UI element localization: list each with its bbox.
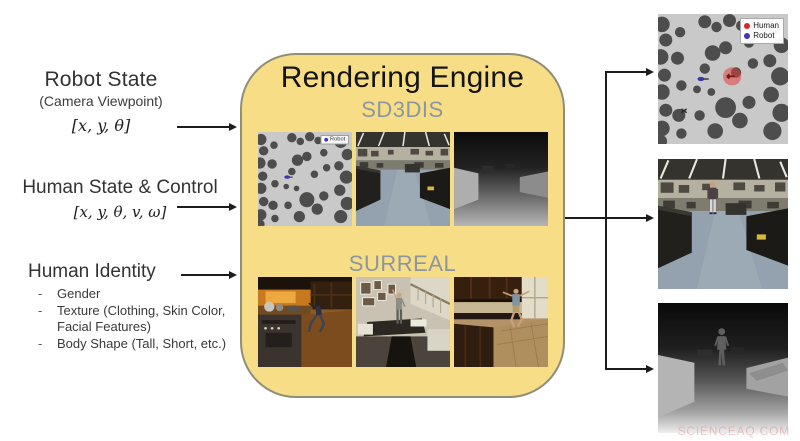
human-state-input: Human State & Control [x, y, θ, v, ω] (5, 177, 235, 221)
robot-legend-dot (744, 33, 751, 39)
kitchen-scene-1 (258, 277, 352, 367)
connector-mid-head (646, 214, 654, 222)
human-state-vector: [x, y, θ, v, ω] (73, 203, 167, 221)
legend-robot-row: Robot (744, 31, 779, 41)
sd3dis-office-thumbnail (356, 132, 450, 226)
map-image (258, 132, 352, 226)
camera-viewpoint-subtitle: (Camera Viewpoint) (39, 93, 163, 109)
robot-legend-label: Robot (329, 136, 346, 143)
connector-bottom-line (605, 368, 646, 370)
sd3dis-map-thumbnail: Robot (258, 132, 352, 226)
robot-legend-label: Robot (753, 31, 775, 40)
map-legend: Human Robot (740, 18, 784, 44)
arrow-human-identity-line (181, 274, 229, 276)
human-figure (307, 301, 327, 333)
sd3dis-label: SD3DIS (361, 97, 444, 122)
arrow-robot-state-head (229, 123, 237, 131)
bullet-texture: Texture (Clothing, Skin Color, Facial Fe… (36, 303, 234, 335)
rendering-engine-box: Rendering Engine SD3DIS Robot (240, 53, 565, 398)
legend-human-row: Human (744, 21, 779, 31)
human-figure (707, 181, 719, 215)
engine-title: Rendering Engine (280, 61, 525, 94)
bullet-body-shape: Body Shape (Tall, Short, etc.) (36, 336, 234, 352)
connector-bottom-head (646, 365, 654, 373)
sd3dis-map-legend: Robot (320, 135, 349, 145)
robot-state-vector: [x, y, θ] (71, 116, 131, 135)
watermark: SCIENCEAQ.COM (677, 424, 790, 438)
surreal-kitchen2-thumbnail (454, 277, 548, 367)
office-image-with-human (658, 159, 788, 289)
connector-branch-line (605, 71, 607, 370)
robot-state-title: Robot State (44, 68, 158, 91)
human-state-title: Human State & Control (22, 177, 218, 198)
human-figure (391, 289, 406, 324)
human-marker (723, 67, 742, 86)
arrow-human-identity-head (229, 271, 237, 279)
surreal-kitchen1-thumbnail (258, 277, 352, 367)
robot-state-input: Robot State (Camera Viewpoint) [x, y, θ] (15, 68, 187, 135)
arrow-human-state-head (229, 203, 237, 211)
connector-mid-line (605, 217, 646, 219)
connector-stub (565, 217, 606, 219)
surreal-livingroom-thumbnail (356, 277, 450, 367)
depth-image (454, 132, 548, 226)
human-figure (502, 288, 530, 328)
arrow-human-state-line (177, 206, 229, 208)
depth-image-with-human (658, 303, 788, 433)
living-room-scene (356, 277, 450, 367)
robot-legend-dot (324, 137, 329, 142)
human-legend-dot (744, 23, 751, 29)
human-identity-bullets: Gender Texture (Clothing, Skin Color, Fa… (36, 286, 234, 353)
robot-marker (697, 76, 709, 82)
surreal-label: SURREAL (348, 251, 457, 276)
output-map-image: Human Robot (658, 14, 788, 144)
human-identity-title: Human Identity (28, 261, 156, 282)
arrow-robot-state-line (177, 126, 229, 128)
connector-top-head (646, 68, 654, 76)
human-silhouette (714, 328, 730, 366)
robot-marker (284, 175, 293, 179)
office-image (356, 132, 450, 226)
sd3dis-depth-thumbnail (454, 132, 548, 226)
output-depth-image (658, 303, 788, 433)
bullet-gender: Gender (36, 286, 234, 302)
pedestrian-glyph (680, 108, 688, 114)
output-rgb-image (658, 159, 788, 289)
kitchen-scene-2 (454, 277, 548, 367)
connector-top-line (605, 71, 646, 73)
human-legend-label: Human (753, 21, 779, 30)
